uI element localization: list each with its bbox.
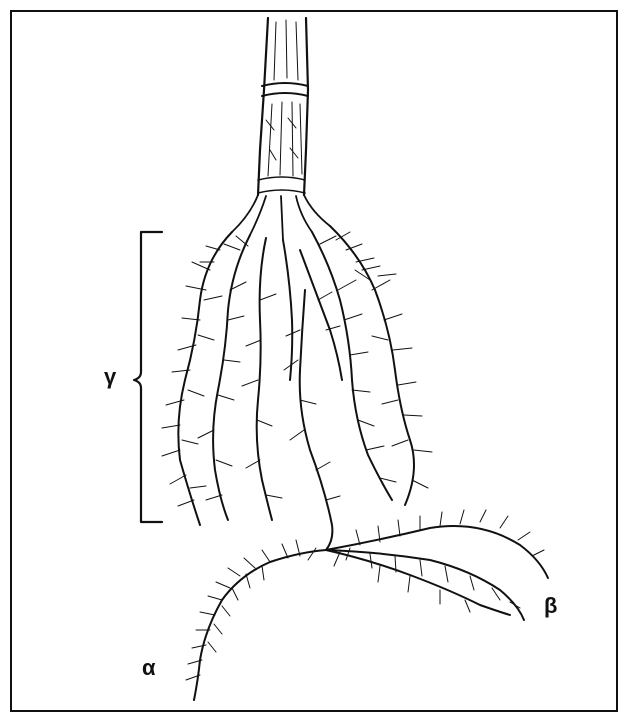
adventitious-roots — [178, 226, 414, 550]
beta-label: β — [544, 595, 557, 617]
lateral-rootlets — [162, 232, 432, 506]
alpha-label: α — [142, 657, 156, 679]
gamma-label: γ — [104, 366, 116, 388]
seminal-roots — [194, 526, 548, 700]
gamma-bracket — [134, 232, 162, 522]
root-crown — [232, 195, 330, 240]
seminal-rootlets — [186, 510, 544, 680]
stem — [258, 18, 308, 195]
